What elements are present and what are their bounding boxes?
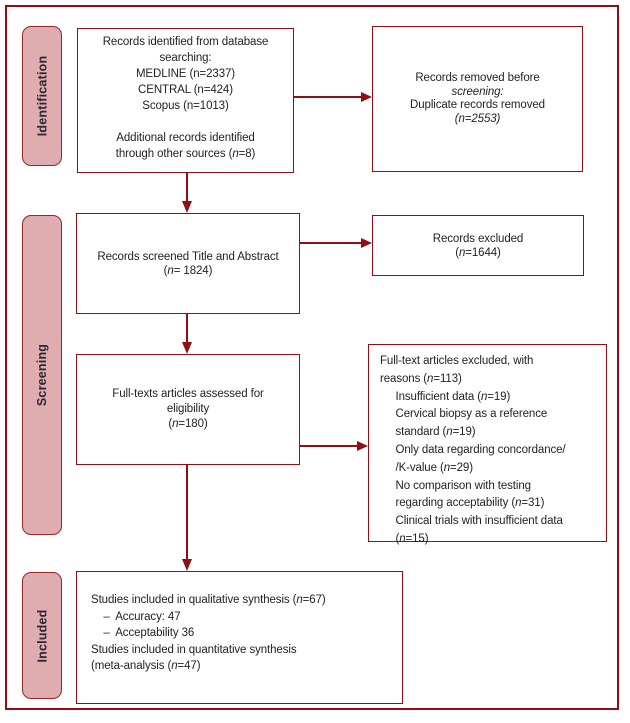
text-line: (n= 1824) bbox=[163, 264, 213, 277]
text-line: screening: bbox=[451, 85, 504, 98]
arrow-identified-to-screened bbox=[180, 173, 193, 213]
text-line: MEDLINE (n=2337) bbox=[135, 68, 236, 80]
text-line: eligibility bbox=[166, 403, 210, 415]
stage-label: Screening bbox=[35, 343, 49, 407]
text-line bbox=[78, 114, 293, 130]
arrow-right-icon bbox=[357, 440, 368, 451]
text-line: Cervical biopsy as a reference bbox=[380, 408, 548, 421]
text-line: Records excluded bbox=[432, 232, 524, 245]
text-line: standard (n=19) bbox=[380, 426, 476, 439]
stage-label: Identification bbox=[35, 55, 50, 137]
arrow-shaft bbox=[294, 95, 363, 98]
arrow-right-icon bbox=[361, 237, 372, 248]
text-line: – Accuracy: 47 bbox=[91, 610, 181, 623]
text-line: /K-value (n=29) bbox=[380, 461, 473, 474]
text-line: No comparison with testing bbox=[380, 479, 531, 492]
arrow-shaft bbox=[185, 314, 188, 344]
arrow-shaft bbox=[300, 241, 363, 244]
flow-box-fulltext-assessed: Full-texts articles assessed for eligibil… bbox=[76, 354, 300, 465]
text-line: Studies included in qualitative synthesi… bbox=[91, 594, 326, 606]
text-line: (n=2553) bbox=[454, 112, 501, 125]
arrow-fulltext-to-included bbox=[180, 465, 193, 571]
diagram-frame bbox=[5, 5, 619, 710]
text-line: (n=15) bbox=[380, 532, 429, 545]
text-line: reasons (n=113) bbox=[380, 372, 462, 385]
flow-box-studies-included: Studies included in qualitative synthesi… bbox=[76, 571, 403, 704]
text-line: CENTRAL (n=424) bbox=[138, 84, 233, 96]
arrow-down-icon bbox=[181, 201, 192, 213]
text-line: Insufficient data (n=19) bbox=[380, 390, 511, 403]
text-line: Scopus (n=1013) bbox=[142, 100, 229, 112]
arrow-screened-to-excluded bbox=[300, 236, 372, 249]
arrow-down-icon bbox=[181, 342, 192, 354]
arrow-screened-to-fulltext bbox=[180, 314, 193, 354]
text-line: Records removed before bbox=[415, 72, 540, 84]
arrow-shaft bbox=[185, 173, 188, 203]
arrow-right-icon bbox=[361, 91, 372, 102]
arrow-fulltext-to-reasons bbox=[300, 439, 368, 452]
text-line: through other sources (n=8) bbox=[115, 148, 256, 160]
flow-box-fulltext-excluded-reasons: Full-text articles excluded, with reasons… bbox=[368, 344, 607, 545]
text-line: Clinical trials with insufficient data bbox=[380, 515, 563, 528]
text-line: Records screened Title and Abstract bbox=[97, 250, 279, 263]
text-line: Full-texts articles assessed for bbox=[112, 388, 264, 400]
text-line: Duplicate records removed bbox=[410, 99, 545, 111]
text-line: Additional records identified bbox=[116, 132, 255, 144]
flow-box-records-excluded: Records excluded(n=1644) bbox=[372, 215, 584, 276]
text-line: (meta-analysis (n=47) bbox=[91, 660, 201, 672]
text-line: Studies included in quantitative synthes… bbox=[91, 643, 297, 656]
stage-identification: Identification bbox=[22, 26, 62, 166]
arrow-shaft bbox=[300, 444, 359, 447]
stage-screening: Screening bbox=[22, 215, 62, 535]
text-line: searching: bbox=[159, 52, 212, 64]
arrow-identified-to-removed bbox=[294, 90, 372, 103]
text-line: (n=1644) bbox=[455, 246, 501, 259]
text-line: regarding acceptability (n=31) bbox=[380, 497, 545, 510]
stage-label: Included bbox=[35, 609, 49, 662]
text-line: – Acceptability 36 bbox=[91, 627, 195, 639]
text-line: Only data regarding concordance/ bbox=[380, 443, 566, 456]
stage-included: Included bbox=[22, 572, 62, 699]
arrow-shaft bbox=[185, 465, 188, 561]
flow-box-records-screened: Records screened Title and Abstract(n= 1… bbox=[76, 213, 300, 314]
flow-box-records-identified: Records identified from database searchin… bbox=[77, 28, 294, 173]
text-line: Records identified from database bbox=[102, 36, 269, 48]
text-line: (n=180) bbox=[168, 418, 208, 430]
text-line: Full-text articles excluded, with bbox=[380, 355, 534, 367]
arrow-down-icon bbox=[181, 559, 192, 571]
